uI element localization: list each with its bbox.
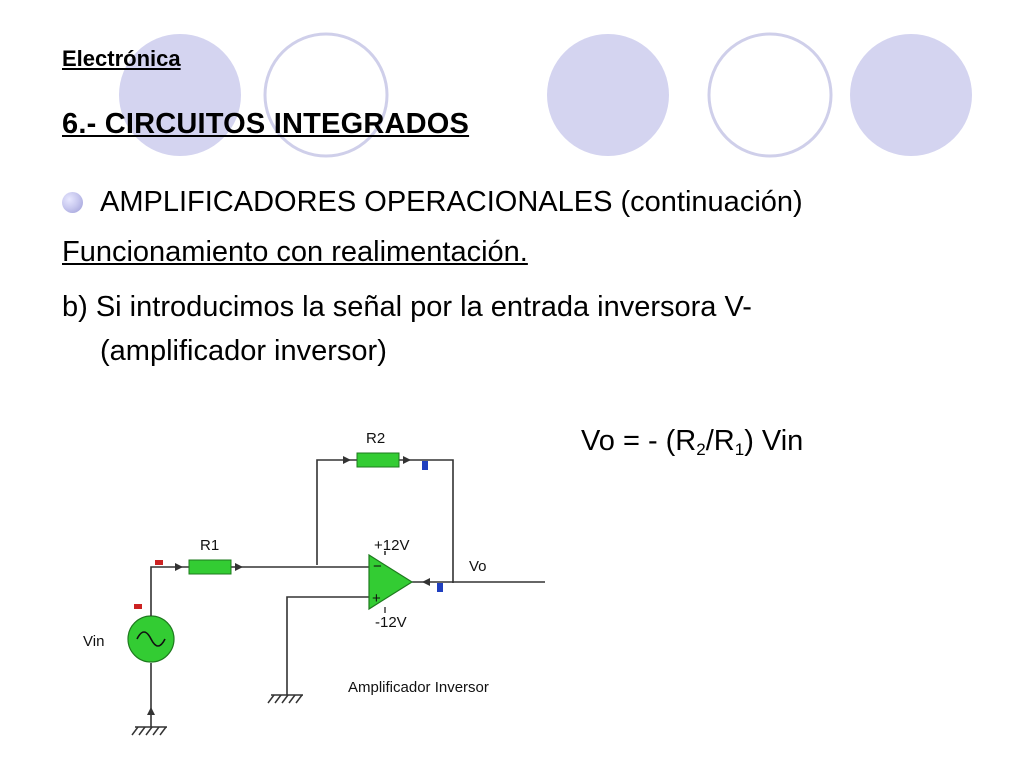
label-r1: R1	[200, 537, 219, 554]
label-vee: -12V	[375, 614, 407, 631]
bullet-text: AMPLIFICADORES OPERACIONALES (continuaci…	[100, 186, 803, 218]
paragraph-line-2: (amplificador inversor)	[100, 335, 387, 367]
deco-circle-5	[850, 34, 972, 156]
resistor-r1	[188, 559, 232, 575]
probe-blue	[437, 583, 443, 592]
paragraph-line-1: b) Si introducimos la señal por la entra…	[62, 291, 752, 323]
resistor-r2	[356, 452, 400, 468]
decorative-circles	[119, 32, 972, 158]
arrow-icon	[422, 578, 430, 586]
deco-circle-2	[263, 32, 389, 158]
ground-icon	[267, 694, 303, 704]
opamp-triangle	[368, 553, 414, 611]
subheading: Funcionamiento con realimentación.	[62, 236, 528, 268]
formula-lhs: Vo	[581, 425, 615, 457]
circuit-caption: Amplificador Inversor	[348, 679, 489, 696]
opamp-inverting-sign: −	[373, 558, 382, 575]
label-r2: R2	[366, 430, 385, 447]
deco-circle-1	[119, 34, 241, 156]
formula-equals: =	[622, 425, 640, 457]
deco-circle-4	[707, 32, 833, 158]
formula-suffix: ) Vin	[744, 425, 804, 457]
ground-icon	[131, 726, 167, 736]
opamp-noninverting-sign: +	[372, 590, 381, 607]
subject-heading: Electrónica	[62, 46, 181, 71]
formula-sub-2: 2	[696, 440, 706, 459]
formula-slash: /R	[705, 425, 735, 457]
inverting-amplifier-circuit: R2 R1 − + +12V -12V Vo Vin Amplificador …	[83, 430, 545, 736]
arrow-icon	[175, 563, 183, 571]
formula-prefix: - (R	[647, 425, 697, 457]
label-vo: Vo	[469, 558, 487, 575]
label-vin: Vin	[83, 633, 104, 650]
slide-title: 6.- CIRCUITOS INTEGRADOS	[62, 108, 470, 140]
arrow-icon	[147, 707, 155, 715]
label-vcc: +12V	[374, 537, 409, 554]
probe-red	[134, 604, 142, 609]
arrow-icon	[235, 563, 243, 571]
probe-red	[155, 560, 163, 565]
probe-blue	[422, 461, 428, 470]
deco-circle-3	[547, 34, 669, 156]
bullet-item: AMPLIFICADORES OPERACIONALES (continuaci…	[62, 186, 803, 219]
arrow-icon	[343, 456, 351, 464]
formula-sub-1: 1	[734, 440, 745, 459]
gain-formula: Vo = - (R2/R1) Vin	[581, 425, 803, 458]
bullet-dot-icon	[62, 192, 83, 213]
paragraph: b) Si introducimos la señal por la entra…	[62, 285, 902, 373]
arrow-icon	[403, 456, 411, 464]
